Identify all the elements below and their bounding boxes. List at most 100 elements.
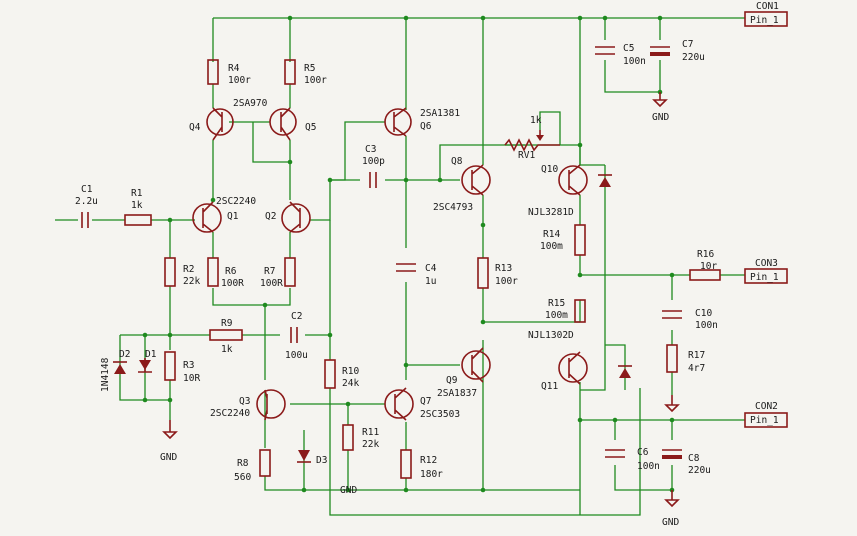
label-q2: Q2 [265,211,276,222]
label-c3-value: 100p [362,156,385,167]
label-gnd-right-bottom: GND [662,517,679,528]
label-con2: CON2 [755,401,778,412]
label-r5-value: 100r [304,75,327,86]
label-c6: C6 [637,447,649,458]
part-2sc4793: 2SC4793 [433,202,473,213]
label-r11: R11 [362,427,379,438]
junctions [142,15,675,493]
label-c4-value: 1u [425,276,436,287]
resistor-r15 [574,299,586,323]
diode-d3 [297,450,311,463]
resistor-r7 [284,257,296,287]
label-r6-value: 100R [221,278,244,289]
resistor-r10 [324,359,336,389]
label-c10: C10 [695,308,712,319]
label-c5-value: 100n [623,56,646,67]
label-r3: R3 [183,360,194,371]
label-c2-value: 100u [285,350,308,361]
label-r16: R16 [697,249,714,260]
label-r4: R4 [228,63,240,74]
part-2sc2240-a: 2SC2240 [216,196,256,207]
transistor-q5 [269,107,297,141]
transistor-q8 [461,164,491,196]
label-r13: R13 [495,263,512,274]
label-r15: R15 [548,298,565,309]
label-c6-value: 100n [637,461,660,472]
label-r4-value: 100r [228,75,251,86]
connector-con1 [744,11,788,27]
part-1n4148: 1N4148 [100,357,111,392]
label-c7-value: 220u [682,52,705,63]
part-2sc2240-b: 2SC2240 [210,408,250,419]
label-c8: C8 [688,453,700,464]
label-gnd-bottom: GND [340,485,357,496]
resistor-r2 [164,257,176,287]
label-r8: R8 [237,458,249,469]
resistor-r9 [209,329,243,341]
label-q7: Q7 [420,396,431,407]
label-c10-value: 100n [695,320,718,331]
label-c3: C3 [365,144,376,155]
connector-con2 [744,412,788,428]
part-njl3281d: NJL3281D [528,207,574,218]
label-c2: C2 [291,311,302,322]
label-r17-value: 4r7 [688,363,705,374]
capacitor-c2 [290,327,298,343]
label-r16-value: 10r [700,261,717,272]
capacitor-c7 [650,46,670,56]
label-r14-value: 100m [540,241,563,252]
label-r12: R12 [420,455,437,466]
label-q6: Q6 [420,121,432,132]
connector-con3 [744,268,788,284]
label-c7: C7 [682,39,693,50]
label-r6: R6 [225,266,237,277]
label-r7: R7 [264,266,275,277]
transistor-q3 [256,389,286,421]
transistor-q4 [206,107,234,141]
capacitor-c6 [605,449,625,458]
label-r9-value: 1k [221,344,233,355]
resistor-r17 [666,344,678,373]
label-c1-value: 2.2u [75,196,98,207]
transistor-q7 [384,387,414,421]
component-labels: R4 100r R5 100r 2SA970 Q4 Q5 2SA1381 Q6 … [75,1,779,528]
resistor-r6 [207,257,219,287]
capacitor-c8 [662,449,682,459]
label-d1: D1 [145,349,157,360]
label-r15-value: 100m [545,310,568,321]
resistor-r13 [477,257,489,289]
label-q9: Q9 [446,375,458,386]
label-r8-value: 560 [234,472,251,483]
label-r11-value: 22k [362,439,379,450]
label-r14: R14 [543,229,560,240]
transistor-q1 [192,201,222,233]
capacitor-c4 [396,263,416,272]
label-r1: R1 [131,188,143,199]
label-q8: Q8 [451,156,463,167]
transistor-q6 [384,107,412,137]
label-r2-value: 22k [183,276,200,287]
label-q3: Q3 [239,396,250,407]
part-njl1302d: NJL1302D [528,330,574,341]
diode-d1 [138,358,152,373]
part-2sa970: 2SA970 [233,98,268,109]
label-c8-value: 220u [688,465,711,476]
label-rv1-value: 1k [530,115,542,126]
label-gnd-left: GND [160,452,177,463]
label-r7-value: 100R [260,278,283,289]
label-r3-value: 10R [183,373,200,384]
label-c4: C4 [425,263,437,274]
transistor-q11 [558,351,588,385]
capacitor-c1 [81,212,89,228]
capacitor-c3 [369,172,377,188]
diode-d5 [618,365,632,378]
label-gnd-top: GND [652,112,669,123]
label-q11: Q11 [541,381,558,392]
ground-symbols [162,92,680,508]
transistor-q9 [461,347,491,383]
label-c5: C5 [623,43,634,54]
resistor-r16 [689,269,721,281]
label-rv1: RV1 [518,150,535,161]
label-q10: Q10 [541,164,558,175]
label-r9: R9 [221,318,233,329]
